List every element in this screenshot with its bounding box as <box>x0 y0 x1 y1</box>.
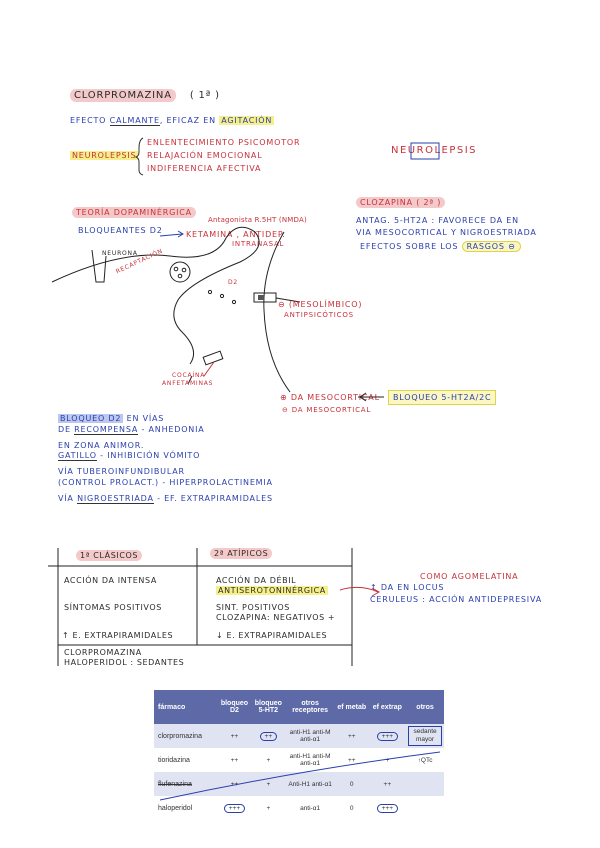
table-strike-line <box>0 0 600 848</box>
